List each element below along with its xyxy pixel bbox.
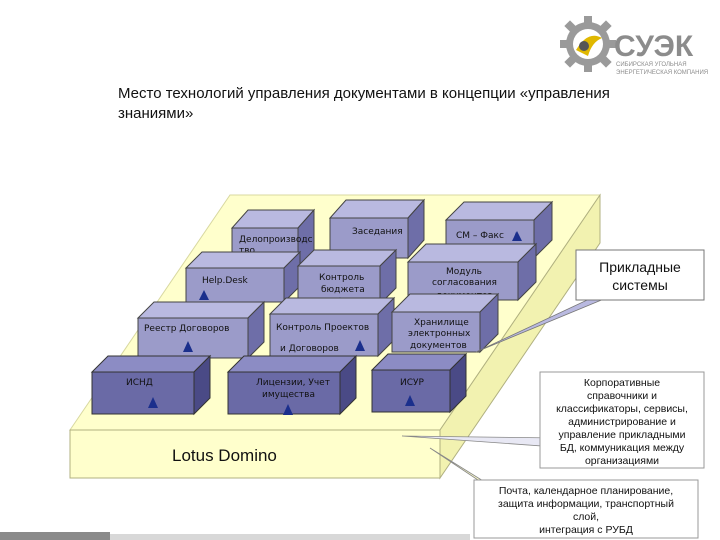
block-licenzii-label-1: Лицензии, Учет [256,378,330,388]
block-licenzii: Лицензии, Учет имущества [226,354,358,416]
callout-korporativnye-line-3: классификаторы, сервисы, [556,403,688,415]
callout-korporativnye-line-7: организациями [585,455,659,467]
triangle-icon [355,340,365,351]
callout-korporativnye-line-4: администрирование и [568,416,676,428]
block-kontrol-byudzheta: Контроль бюджета [296,248,398,306]
block-kontrol-byudzheta-label-1: Контроль [319,273,364,283]
block-kontrol-proektov-label-2: и Договоров [280,344,339,354]
gear-icon [560,16,616,72]
footer-bar-gray [0,532,110,540]
block-khranilishche: Хранилище электронных документов [390,292,500,354]
callout-pochta-line-4: интеграция с РУБД [539,524,633,536]
block-isnd-label: ИСНД [126,378,153,388]
triangle-icon [405,395,415,406]
block-isnd: ИСНД [90,354,212,416]
block-zasedaniya: Заседания [328,198,426,260]
triangle-icon [183,341,193,352]
block-reestr-label: Реестр Договоров [144,324,229,334]
callout-korporativnye-line-1: Корпоративные [584,377,660,389]
callout-pochta-line-1: Почта, календарное планирование, [499,485,673,497]
block-zasedaniya-label: Заседания [352,227,403,237]
block-deloproizvodstvo-label-1: Делопроизводс [239,235,313,245]
block-deloproizvodstvo-label-2: тво [239,246,256,256]
block-kontrol-proektov-label-1: Контроль Проектов [276,323,369,333]
platform-label: Lotus Domino [172,446,277,465]
block-modul: Модуль согласования документов [406,242,538,302]
page-title: Место технологий управления документами … [118,85,610,122]
callout-prikladnye [575,249,705,301]
block-modul-label-1: Модуль [446,267,482,277]
block-khranilishche-label-3: документов [410,341,467,351]
logo-brand: СУЭК [614,30,694,63]
block-khranilishche-label-2: электронных [408,329,471,339]
platform-side [439,193,601,480]
block-isur-label: ИСУР [400,378,425,388]
callout-korporativnye-line-6: БД, коммуникация между [560,442,685,454]
block-khranilishche-label-1: Хранилище [414,318,469,328]
callout-korporativnye-line-2: справочники и [587,390,657,402]
triangle-icon [148,397,158,408]
block-kontrol-byudzheta-label-2: бюджета [321,285,365,295]
block-kontrol-proektov: Контроль Проектов и Договоров [268,296,396,358]
callout-pochta-line-3: слой, [573,511,599,523]
block-reestr: Реестр Договоров [136,300,266,360]
callout-pochta-line-2: защита информации, транспортный [498,498,674,510]
block-isur: ИСУР [370,352,468,414]
footer-bar-light [110,534,470,540]
callout-prikladnye-line-1: Прикладные [599,259,681,275]
block-helpdesk: Help.Desk [184,250,302,304]
triangle-icon [199,290,209,300]
callout-pochta [473,479,699,539]
triangle-icon [283,404,293,415]
block-licenzii-label-2: имущества [262,390,315,400]
block-sm-faks-label: СМ – Факс [456,231,504,241]
callout-korporativnye [539,371,705,469]
logo-subtitle-1: СИБИРСКАЯ УГОЛЬНАЯ [616,62,687,68]
logo-subtitle-2: ЭНЕРГЕТИЧЕСКАЯ КОМПАНИЯ [616,70,708,76]
block-modul-label-2: согласования [432,278,497,288]
callout-prikladnye-line-2: системы [612,277,668,293]
block-helpdesk-label: Help.Desk [202,276,249,286]
callout-korporativnye-line-5: управление прикладными [559,429,686,441]
